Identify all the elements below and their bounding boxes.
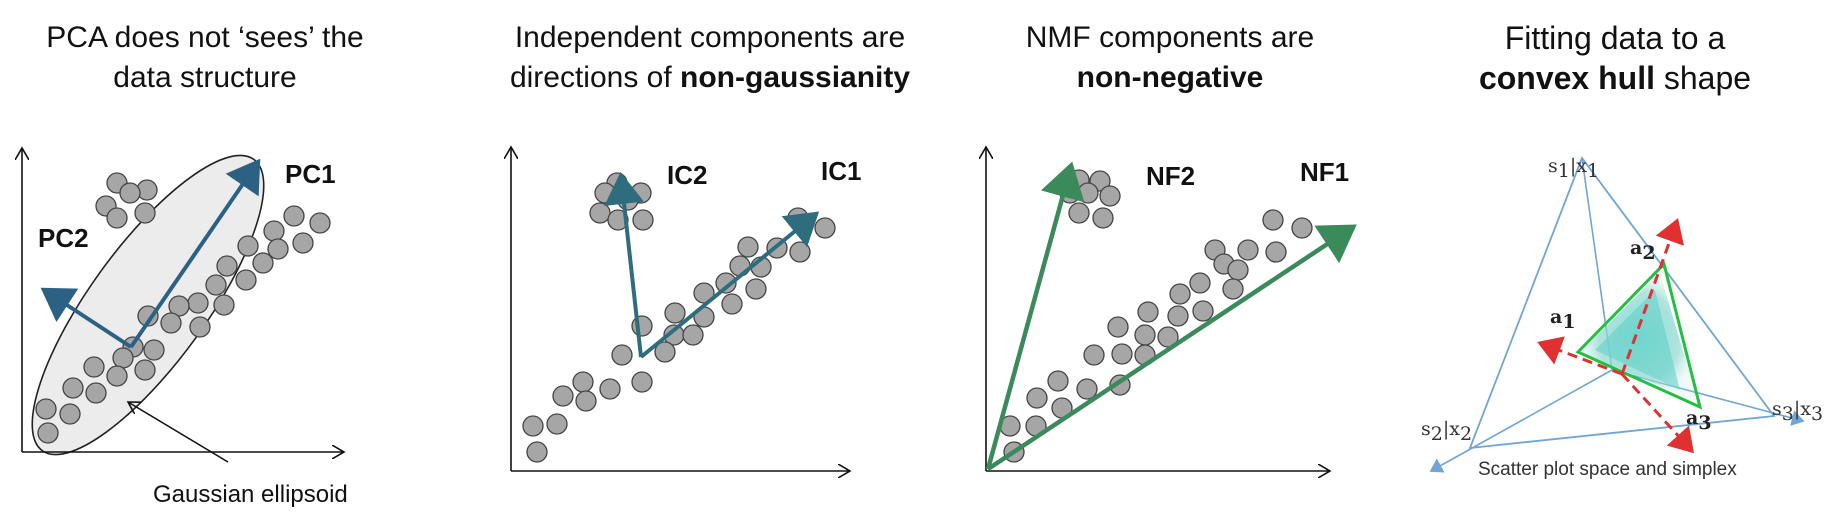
pca-title-line1: PCA does not ‘sees’ the [46, 21, 364, 54]
red-arrow-a3 [1620, 372, 1695, 454]
nmf-data-points [999, 169, 1313, 463]
ic1-arrow [639, 211, 820, 359]
vertex-label-a1: a1 [1550, 306, 1576, 333]
nmf-title: NMF components are non-negative [980, 18, 1360, 98]
vertex-label-a3: a3 [1686, 407, 1712, 434]
ica-title-line2-prefix: directions of [509, 61, 681, 94]
ica-title-line1: Independent components are [514, 21, 906, 54]
red-arrow-a1 [1537, 336, 1623, 376]
convex-hull-triangle [1575, 261, 1703, 410]
vertex-label-a2: a2 [1630, 237, 1656, 264]
pc1-label: PC1 [285, 159, 336, 189]
hull-title-line2-suffix: shape [1654, 60, 1752, 96]
pca-title-line2: data structure [113, 61, 297, 94]
simplex-axis-s2 [1429, 369, 1613, 473]
pc1-arrow [129, 158, 261, 349]
hull-title: Fitting data to a convex hull shape [1420, 18, 1810, 98]
pca-data-points [35, 172, 331, 444]
nmf-title-line2: non-negative [980, 58, 1360, 98]
ica-title: Independent components are directions of… [470, 18, 950, 98]
ica-panel: IC1 IC2 [511, 147, 861, 471]
hull-panel: s1|x1 s2|x2 s3|x3 a2 a1 a3 Scatter plot … [1414, 112, 1824, 490]
nmf-title-line2-bold: non-negative [1076, 61, 1264, 94]
axis-label-s2: s2|x2 [1421, 418, 1472, 445]
ic2-arrow [604, 172, 644, 358]
pc2-arrow [40, 287, 133, 349]
ic1-label: IC1 [821, 156, 861, 186]
ica-data-points [522, 172, 836, 463]
simplex-caption: Scatter plot space and simplex [1478, 459, 1737, 480]
hull-title-line2: convex hull shape [1420, 58, 1810, 98]
hull-image-frame [1414, 112, 1824, 490]
axis-label-s3: s3|x3 [1772, 398, 1823, 425]
axis-label-s1: s1|x1 [1548, 155, 1599, 182]
pca-title: PCA does not ‘sees’ the data structure [20, 18, 390, 98]
ica-title-line2: directions of non-gaussianity [470, 58, 950, 98]
pca-panel: PC1 PC2 Gaussian ellipsoid [0, 125, 348, 508]
nf2-label: NF2 [1146, 161, 1195, 191]
gaussian-ellipsoid-label: Gaussian ellipsoid [153, 481, 348, 508]
simplex-triangle [1468, 156, 1776, 450]
ica-title-line2-bold: non-gaussianity [680, 61, 911, 94]
nf2-arrow [985, 161, 1085, 470]
pc2-label: PC2 [38, 223, 89, 253]
nmf-title-line1: NMF components are [1025, 21, 1315, 54]
hull-title-line1: Fitting data to a [1504, 20, 1726, 56]
ic2-label: IC2 [667, 160, 707, 190]
ellipsoid-pointer [128, 402, 229, 463]
hull-title-line2-bold: convex hull [1478, 60, 1655, 96]
scatter-cloud [1580, 273, 1698, 402]
red-arrow-a2 [1620, 218, 1685, 375]
nf1-arrow [986, 224, 1357, 471]
nf1-label: NF1 [1300, 157, 1349, 187]
nmf-panel: NF1 NF2 [985, 147, 1357, 471]
